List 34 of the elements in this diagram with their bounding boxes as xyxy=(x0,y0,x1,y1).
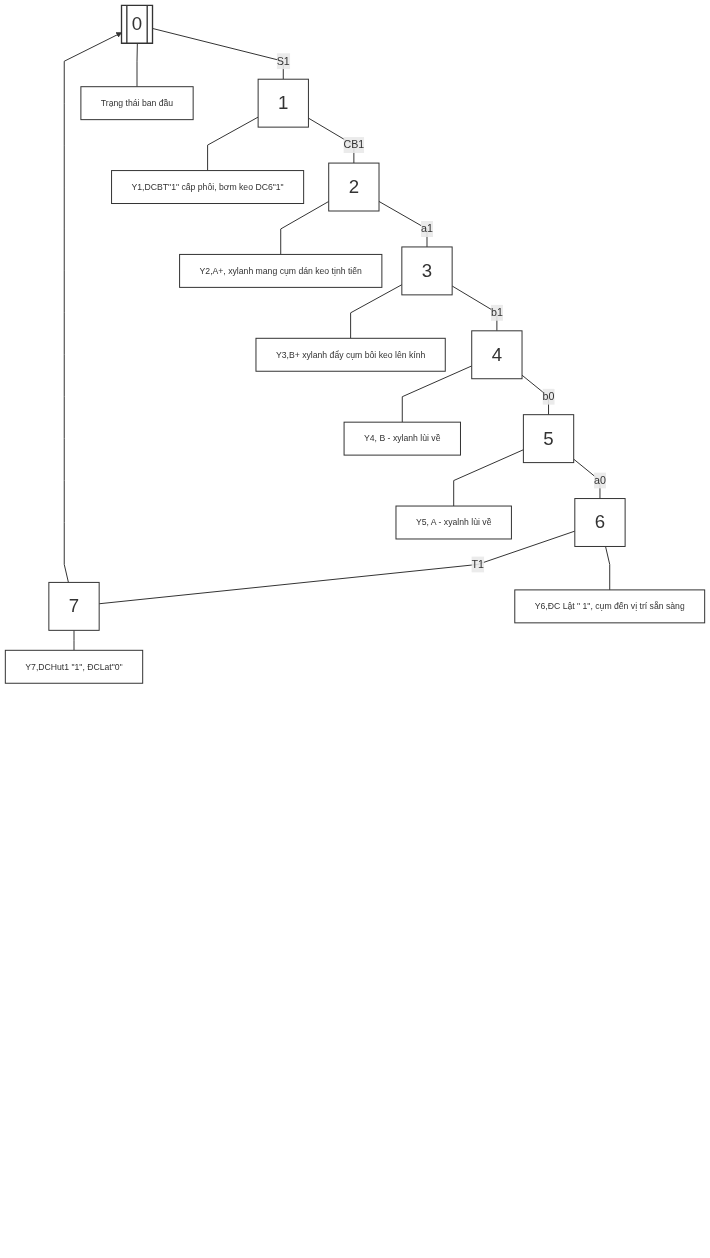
node-box: 5 xyxy=(522,414,575,464)
node-box: Trạng thái ban đầu xyxy=(80,86,194,121)
node-box: Y5, A - xyalnh lùi về xyxy=(395,505,512,540)
node-box: Y4, B - xylanh lùi về xyxy=(343,421,461,456)
connector xyxy=(453,449,524,507)
node-box: Y2,A+, xylanh mang cụm dán keo tịnh tiến xyxy=(179,253,383,288)
connector xyxy=(350,284,403,339)
node-box: Y7,DCHut1 "1", ĐCLat"0" xyxy=(4,649,144,684)
connector xyxy=(401,365,473,423)
node-box: Y3,B+ xylanh đẩy cụm bôi keo lên kính xyxy=(255,337,446,372)
edge-label: a0 xyxy=(594,474,606,486)
edge-label: b1 xyxy=(490,306,503,319)
node-box: 2 xyxy=(328,162,380,212)
connector xyxy=(98,530,576,605)
connector xyxy=(73,629,75,651)
connector xyxy=(378,200,428,248)
edge-label: S1 xyxy=(276,55,290,67)
node-box: 4 xyxy=(471,330,523,380)
connector xyxy=(605,545,611,591)
node-box: 1 xyxy=(257,78,309,128)
arrow xyxy=(63,32,123,583)
node-box: 7 xyxy=(48,581,100,631)
node-box: 3 xyxy=(401,246,453,296)
node-box: Y6,ĐC Lật " 1", cụm đến vị trí sẵn sàng xyxy=(514,589,706,624)
edge-label: b0 xyxy=(542,390,555,403)
connector xyxy=(280,200,330,255)
connector xyxy=(207,116,259,172)
connector xyxy=(152,28,284,80)
edge-label: T1 xyxy=(471,558,484,570)
edge-label: a1 xyxy=(421,222,433,235)
node-box: 6 xyxy=(574,498,626,547)
connector xyxy=(136,43,138,88)
node-box: Y1,DCBT"1" cấp phôi, bơm keo DC6"1" xyxy=(111,170,305,204)
edge-label: CB1 xyxy=(343,139,365,151)
